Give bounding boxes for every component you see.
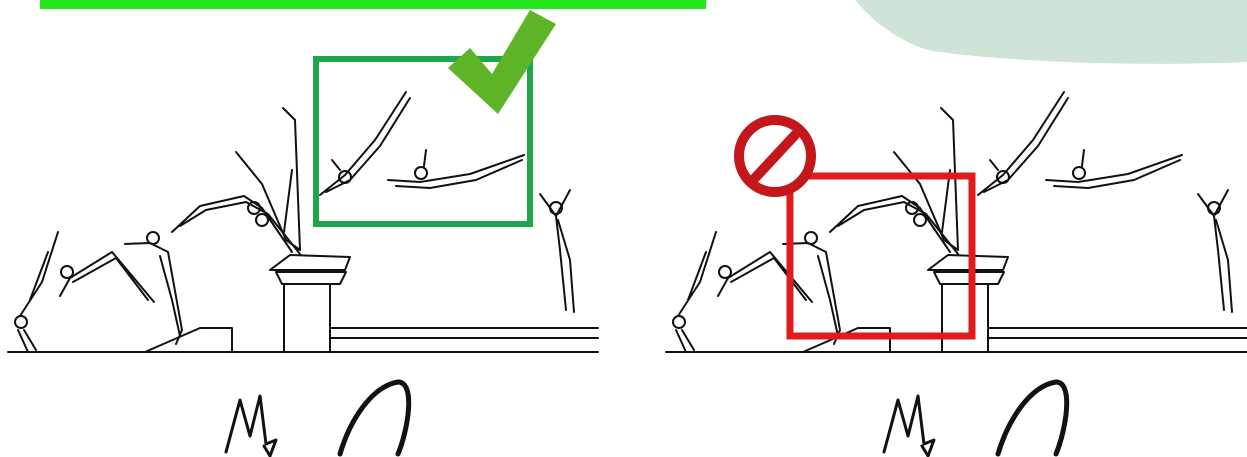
correct-example-panel [8, 10, 598, 456]
vault-sequence-drawing [8, 92, 598, 456]
check-mark-icon [448, 10, 556, 114]
prohibition-icon [739, 120, 811, 192]
corner-decoration-shape [855, 0, 1247, 64]
incorrect-example-panel [666, 92, 1247, 456]
